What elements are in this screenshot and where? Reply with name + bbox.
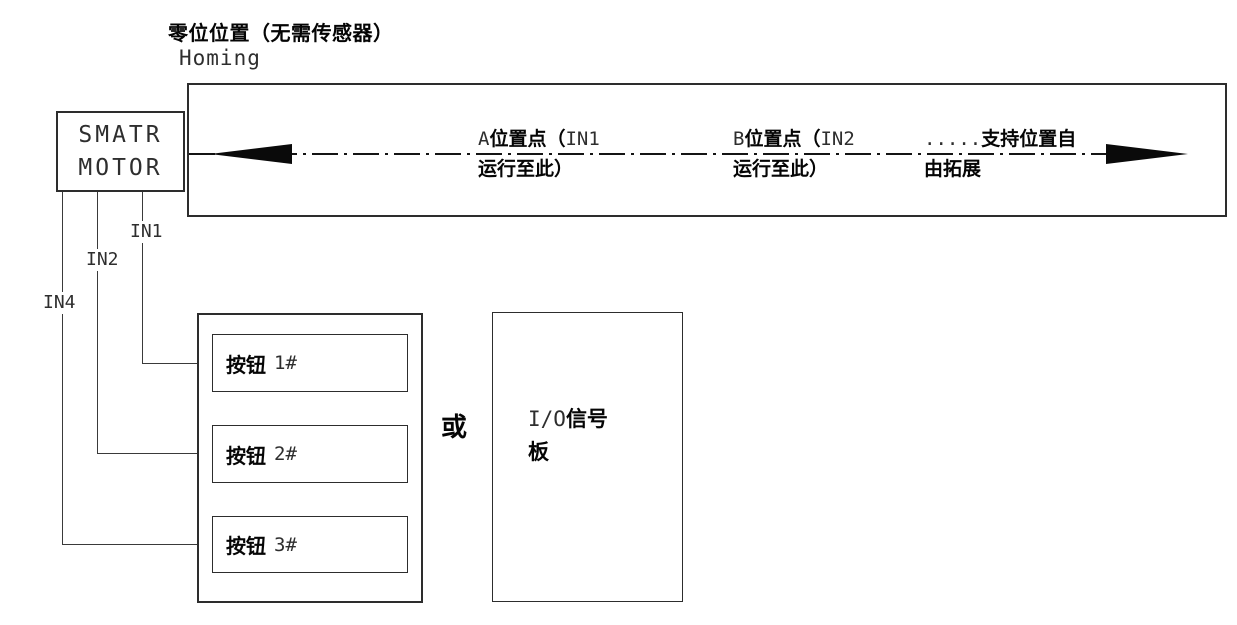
position-extend-label: .....支持位置自 由拓展 xyxy=(924,124,1076,184)
button-3-number: 3# xyxy=(274,533,297,556)
button-2-box: 按钮 2# xyxy=(212,425,408,483)
position-b-line2: 运行至此） xyxy=(733,158,829,180)
position-extend-line2: 由拓展 xyxy=(924,158,982,180)
position-a-cjk: 位置点（ xyxy=(489,128,566,150)
position-a-letter: A xyxy=(478,128,490,150)
button-2-number: 2# xyxy=(274,443,297,465)
zero-position-title: 零位位置（无需传感器） xyxy=(168,21,394,45)
button-2-label: 按钮 xyxy=(226,443,266,468)
motor-label-line1: SMATR xyxy=(78,121,163,148)
travel-centerline xyxy=(189,153,1108,155)
button-3-box: 按钮 3# xyxy=(212,516,408,573)
left-arrowhead-icon xyxy=(210,144,292,164)
io-cjk: 信号 xyxy=(565,407,608,431)
motor-label-line2: MOTOR xyxy=(78,154,163,181)
position-a-line1: A位置点（IN1 xyxy=(478,124,600,154)
track-rectangle xyxy=(187,83,1227,217)
io-board-line2: 板 xyxy=(528,440,549,464)
in4-label: IN4 xyxy=(41,292,78,314)
wire-in2-vertical xyxy=(97,192,98,454)
position-b-line1: B位置点（IN2 xyxy=(733,124,855,154)
homing-label: Homing xyxy=(179,46,261,70)
position-b-label: B位置点（IN2 运行至此） xyxy=(733,124,855,184)
button-3-label: 按钮 xyxy=(226,534,266,558)
io-board-label: I/O信号 板 xyxy=(528,403,608,469)
or-label: 或 xyxy=(441,413,468,443)
position-a-label: A位置点（IN1 运行至此） xyxy=(478,124,600,184)
position-a-signal: IN1 xyxy=(565,128,600,150)
position-b-letter: B xyxy=(733,128,745,150)
button-1-label: 按钮 xyxy=(226,352,266,377)
position-extend-line1: .....支持位置自 xyxy=(924,124,1076,154)
io-board-line1: I/O信号 xyxy=(528,403,608,436)
right-arrowhead-icon xyxy=(1106,144,1188,164)
wire-in1-horizontal xyxy=(142,363,213,364)
button-1-box: 按钮 1# xyxy=(212,334,408,392)
wire-in4-vertical xyxy=(62,192,63,545)
wire-in2-horizontal xyxy=(97,453,213,454)
in1-label: IN1 xyxy=(128,221,165,243)
wire-in4-horizontal xyxy=(62,544,213,545)
position-extend-cjk1: 支持位置自 xyxy=(981,128,1077,150)
position-a-line2: 运行至此） xyxy=(478,158,574,180)
position-b-signal: IN2 xyxy=(820,128,855,150)
io-latin: I/O xyxy=(528,407,566,431)
button-1-number: 1# xyxy=(274,352,297,374)
smart-motor-box: SMATR MOTOR xyxy=(56,111,185,192)
io-board-box xyxy=(492,312,683,602)
ellipsis-dots: ..... xyxy=(924,128,982,150)
in2-label: IN2 xyxy=(84,249,121,271)
position-b-cjk: 位置点（ xyxy=(744,128,821,150)
wire-in1-vertical xyxy=(142,192,143,364)
